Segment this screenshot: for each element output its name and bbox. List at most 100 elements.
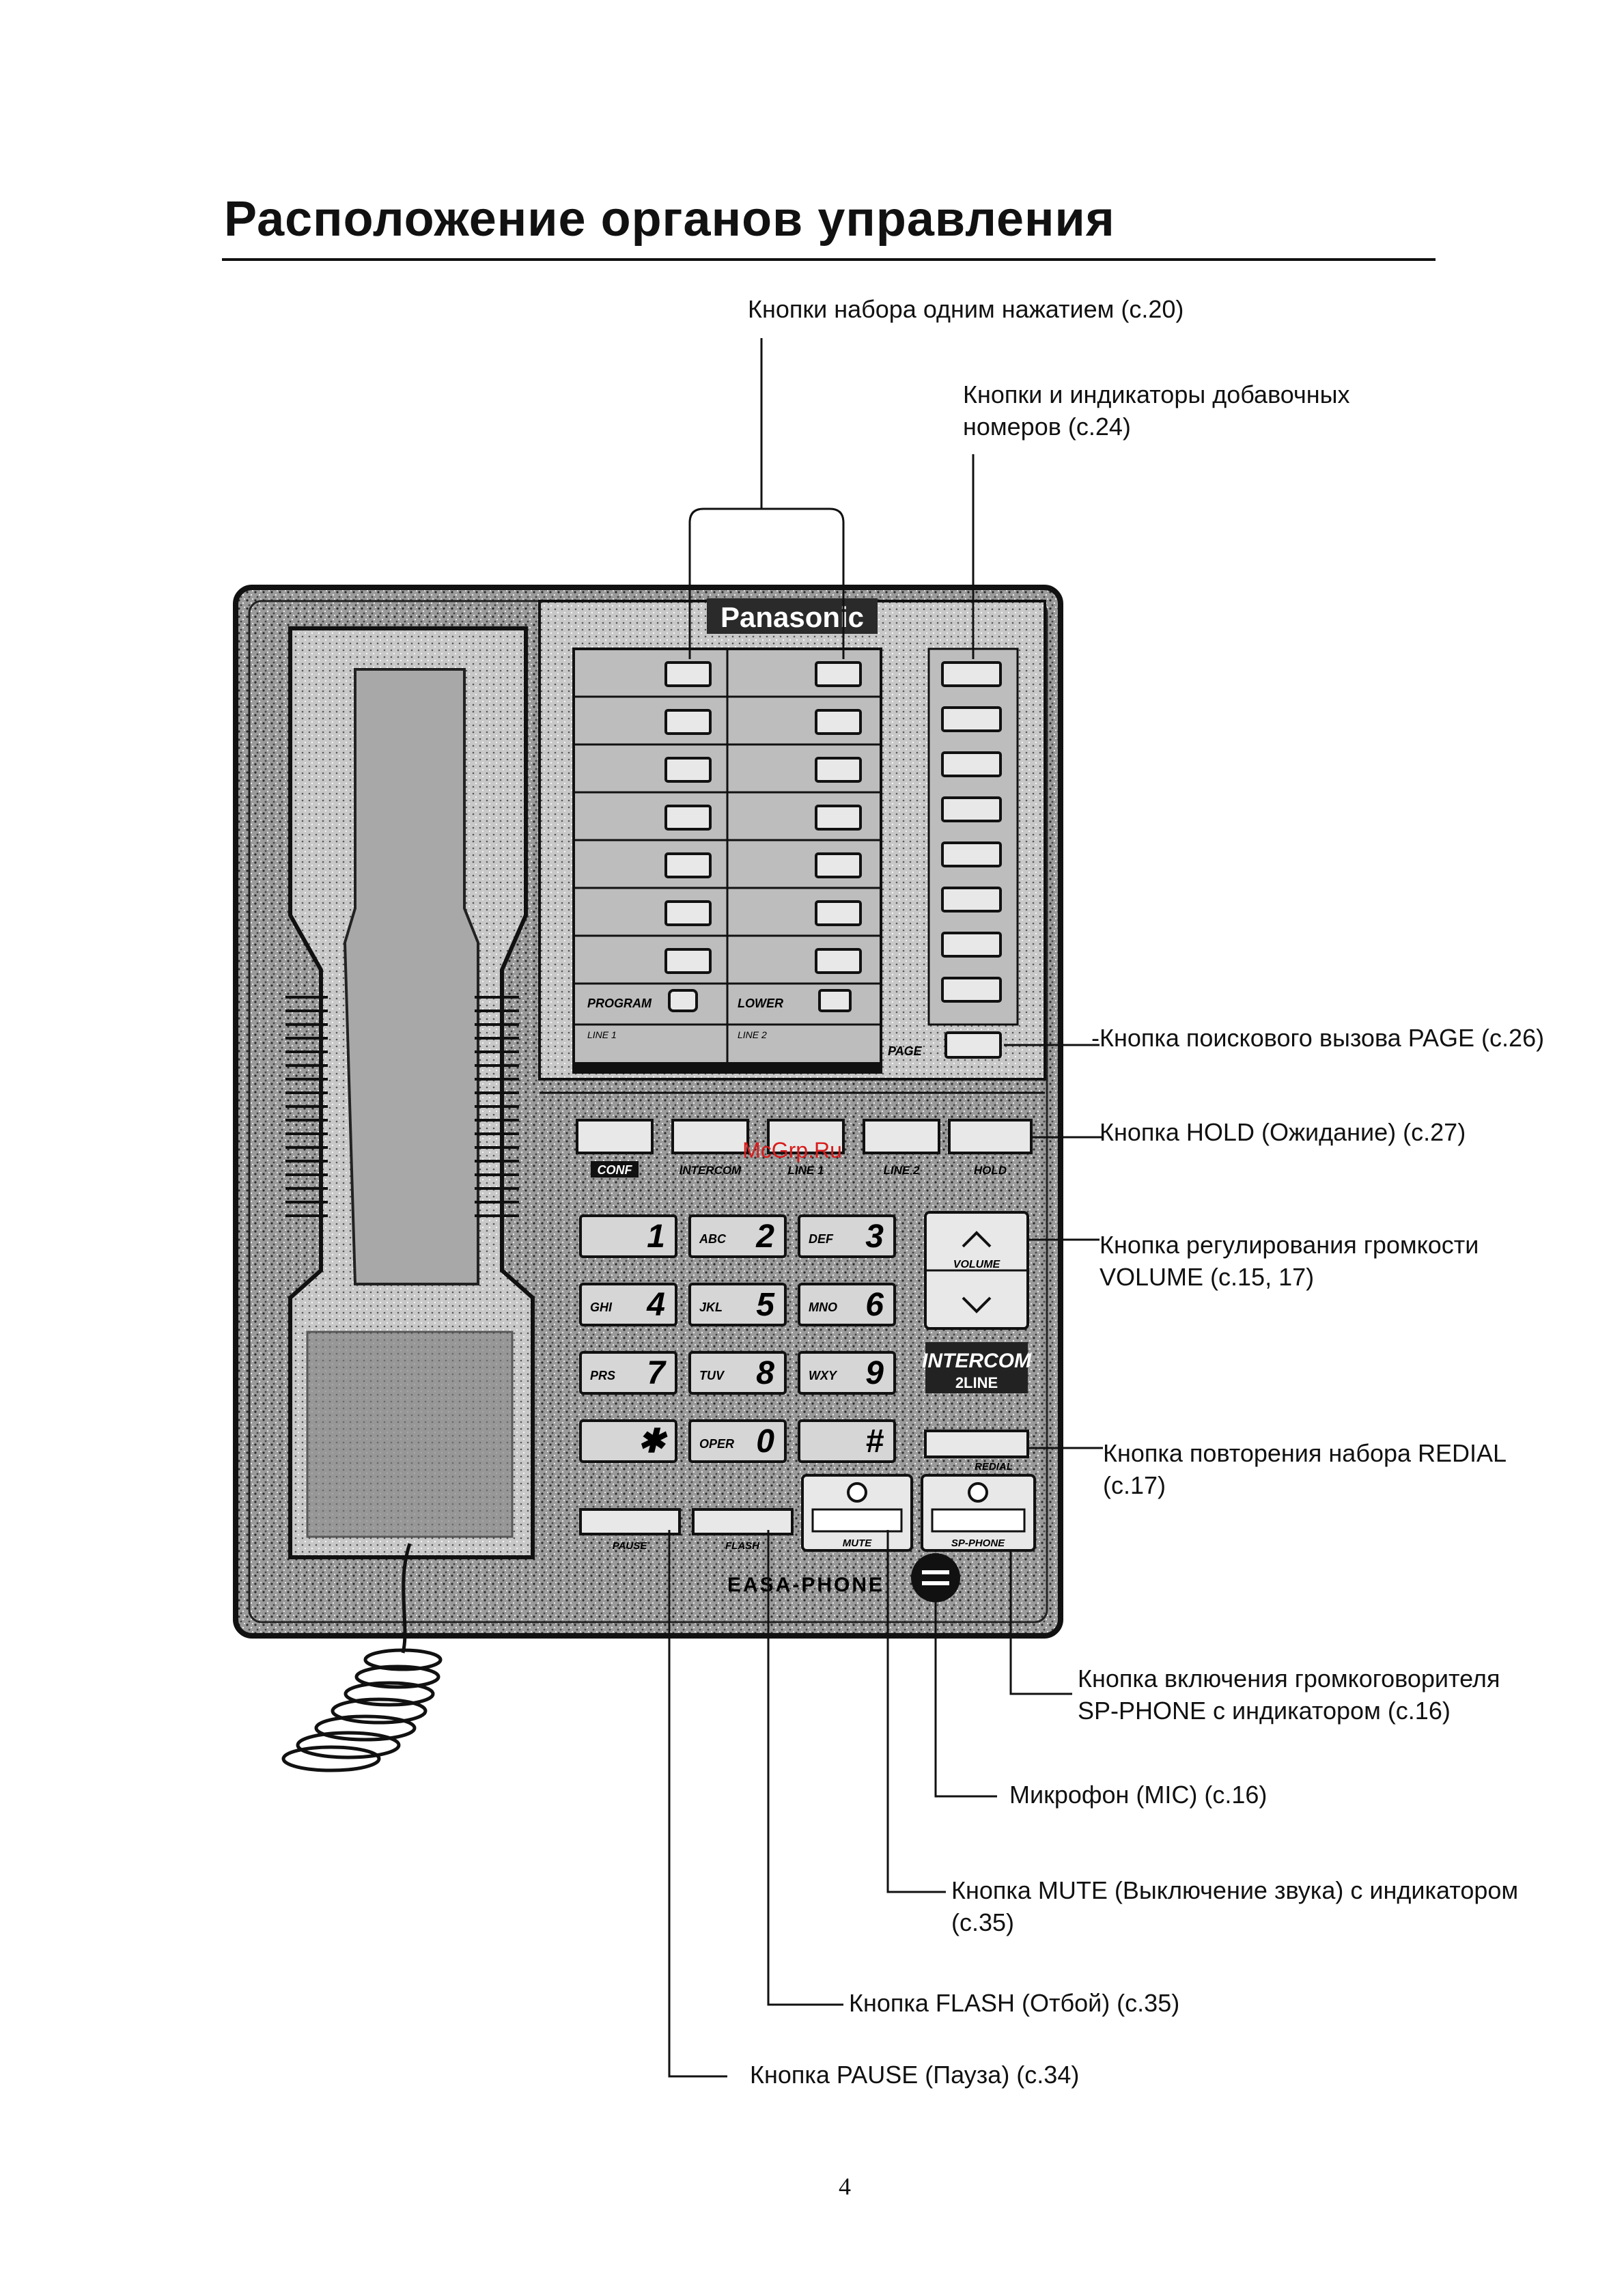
keypad-key-11[interactable]: OPER 0 (688, 1419, 787, 1463)
page-button[interactable] (944, 1031, 1002, 1059)
keypad-key-12[interactable]: # (798, 1419, 896, 1463)
hold-button[interactable] (948, 1119, 1033, 1154)
one-touch-button[interactable] (664, 661, 712, 687)
one-touch-button[interactable] (815, 805, 862, 831)
callout-redial-line2: (с.17) (1103, 1471, 1166, 1499)
conf-button[interactable] (576, 1119, 654, 1154)
one-touch-button[interactable] (815, 709, 862, 735)
one-touch-button[interactable] (815, 757, 862, 783)
mute-indicator-icon (847, 1482, 867, 1503)
keypad-key-face[interactable] (579, 1419, 677, 1463)
dss-button[interactable] (941, 796, 1002, 822)
keypad-key-3[interactable]: DEF 3 (798, 1214, 896, 1258)
page-title: Расположение органов управления (224, 192, 1115, 247)
sp-phone-label: SP-PHONE (951, 1537, 1005, 1549)
dss-button[interactable] (941, 887, 1002, 913)
keypad-key-10[interactable]: ✱ (579, 1419, 677, 1463)
keypad-key-face[interactable] (579, 1351, 677, 1395)
keypad-key-face[interactable] (579, 1283, 677, 1326)
keypad-key-face[interactable] (798, 1419, 896, 1463)
one-touch-button[interactable] (815, 852, 862, 878)
intercom-button[interactable] (671, 1119, 749, 1154)
one-touch-button[interactable] (815, 900, 862, 926)
dss-button[interactable] (941, 661, 1002, 687)
volume-down-icon[interactable] (962, 1296, 992, 1313)
flash-button[interactable] (692, 1508, 794, 1535)
brand-logo: Panasonic (720, 601, 864, 633)
keypad-key-digit: 8 (756, 1355, 774, 1391)
keypad-key-digit: 6 (865, 1287, 884, 1323)
callout-redial-line1: Кнопка повторения набора REDIAL (1103, 1439, 1507, 1467)
one-touch-button[interactable] (664, 948, 712, 974)
line2-card-label: LINE 2 (738, 1029, 767, 1040)
keypad-key-face[interactable] (798, 1283, 896, 1326)
keypad-key-face[interactable] (579, 1214, 677, 1258)
one-touch-button[interactable] (664, 709, 712, 735)
intercom-label: INTERCOM (680, 1164, 742, 1177)
dss-button[interactable] (941, 706, 1002, 732)
line2-button[interactable] (863, 1119, 940, 1154)
keypad-key-1[interactable]: 1 (579, 1214, 677, 1258)
keypad-key-letters: GHI (590, 1300, 613, 1314)
dss-button[interactable] (941, 932, 1002, 958)
one-touch-button[interactable] (815, 661, 862, 687)
line1-card-label: LINE 1 (587, 1029, 617, 1040)
dss-button[interactable] (941, 841, 1002, 867)
keypad-key-face[interactable] (798, 1214, 896, 1258)
keypad-key-face[interactable] (688, 1419, 787, 1463)
coiled-cord (281, 1543, 443, 1772)
keypad-key-letters: OPER (699, 1437, 734, 1451)
redial-button[interactable] (924, 1430, 1029, 1458)
page-label: PAGE (888, 1044, 923, 1058)
pause-label: PAUSE (613, 1540, 648, 1552)
handset (285, 626, 535, 1559)
keypad-key-face[interactable] (798, 1351, 896, 1395)
keypad-key-5[interactable]: JKL 5 (688, 1283, 787, 1326)
callout-volume-line2: VOLUME (с.15, 17) (1100, 1263, 1315, 1291)
callout-dss-line2: номеров (с.24) (963, 413, 1131, 441)
one-touch-button[interactable] (664, 900, 712, 926)
keypad-key-letters: TUV (699, 1369, 725, 1382)
page-number: 4 (839, 2173, 851, 2200)
line1-label: LINE 1 (788, 1164, 824, 1177)
keypad-key-letters: DEF (809, 1232, 834, 1246)
one-touch-button[interactable] (815, 948, 862, 974)
line2-label: LINE 2 (884, 1164, 920, 1177)
dss-button[interactable] (941, 977, 1002, 1003)
keypad-key-9[interactable]: WXY 9 (798, 1351, 896, 1395)
keypad-key-letters: WXY (809, 1369, 838, 1382)
mute-label: MUTE (843, 1537, 872, 1549)
one-touch-button[interactable] (664, 852, 712, 878)
volume-up-icon[interactable] (962, 1231, 992, 1248)
keypad-key-digit: 5 (756, 1287, 775, 1323)
line1-button[interactable] (767, 1119, 845, 1154)
callout-mute-line2: (с.35) (951, 1908, 1015, 1936)
callout-spphone-line2: SP-PHONE с индикатором (с.16) (1078, 1697, 1451, 1725)
watermark: McGrp.Ru (742, 1138, 842, 1162)
callout-one-touch: Кнопки набора одним нажатием (с.20) (748, 295, 1184, 323)
lower-button[interactable] (818, 989, 852, 1012)
pause-button[interactable] (579, 1508, 681, 1535)
keypad-key-8[interactable]: TUV 8 (688, 1351, 787, 1395)
keypad-key-face[interactable] (688, 1214, 787, 1258)
one-touch-button[interactable] (664, 757, 712, 783)
keypad-key-digit: 3 (865, 1218, 884, 1255)
keypad-key-letters: JKL (699, 1300, 723, 1314)
keypad-key-face[interactable] (688, 1283, 787, 1326)
keypad-key-face[interactable] (688, 1351, 787, 1395)
one-touch-button[interactable] (664, 805, 712, 831)
volume-label: VOLUME (953, 1259, 1001, 1270)
leader-lines (668, 338, 1103, 2078)
program-button[interactable] (668, 989, 698, 1012)
keypad-key-digit: 9 (865, 1355, 884, 1391)
keypad-key-digit: 0 (756, 1423, 774, 1460)
keypad-key-digit: 2 (755, 1218, 774, 1255)
intercom-2line-badge: INTERCOM 2LINE (922, 1342, 1032, 1393)
callout-spphone-line1: Кнопка включения громкоговорителя (1078, 1665, 1500, 1693)
dss-button[interactable] (941, 751, 1002, 777)
